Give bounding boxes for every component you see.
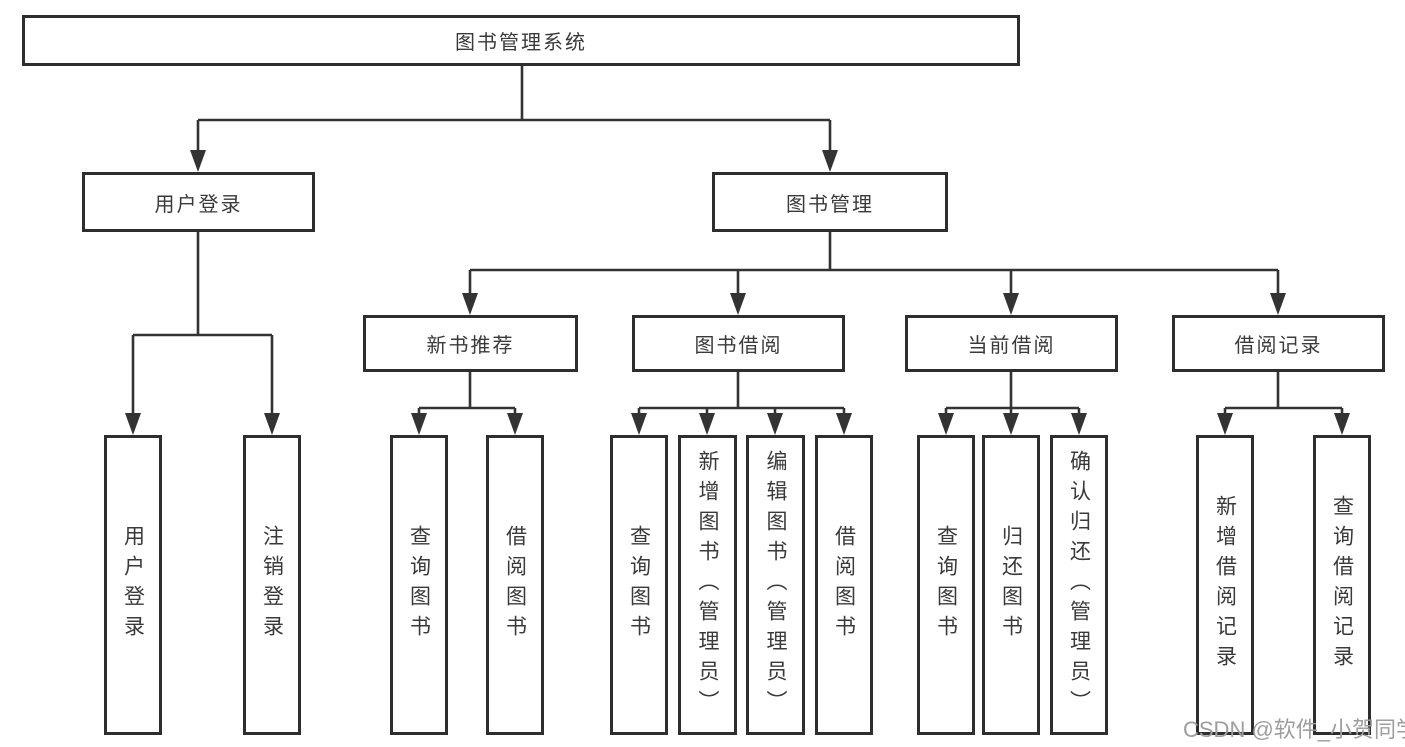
arrowhead-icon [1003, 293, 1019, 315]
node-current-borrow: 当前借阅 [905, 315, 1118, 372]
node-new-book-recommend: 新书推荐 [363, 315, 578, 372]
node-root-system: 图书管理系统 [22, 15, 1020, 66]
arrowhead-icon [631, 413, 647, 435]
node-label: 用户登录 [154, 193, 243, 216]
leaf-query-borrow-record: 查询借阅记录 [1313, 435, 1371, 735]
node-user-login-module: 用户登录 [82, 172, 315, 232]
node-label: 查询借阅记录 [1330, 495, 1354, 675]
node-borrow-records: 借阅记录 [1172, 315, 1385, 372]
node-label: 新增图书（管理员） [696, 450, 719, 720]
arrowhead-icon [264, 413, 280, 435]
node-label: 借阅图书 [503, 525, 527, 645]
node-label: 新书推荐 [426, 335, 515, 357]
node-label: 用户登录 [121, 525, 145, 645]
node-label: 图书借阅 [694, 335, 783, 357]
leaf-borrow-books-recommend: 借阅图书 [486, 435, 544, 735]
node-label: 查询图书 [627, 525, 651, 645]
leaf-query-books-current: 查询图书 [917, 435, 975, 735]
arrowhead-icon [1270, 293, 1286, 315]
arrowhead-icon [190, 150, 206, 172]
node-book-management-module: 图书管理 [712, 172, 948, 232]
arrowhead-icon [1003, 413, 1019, 435]
node-label: 编辑图书（管理员） [764, 450, 787, 720]
node-label: 归还图书 [999, 525, 1023, 645]
arrowhead-icon [462, 293, 478, 315]
csdn-watermark: CSDN @软件_小贺同学 [1183, 717, 1405, 742]
arrowhead-icon [938, 413, 954, 435]
node-label: 查询图书 [934, 525, 958, 645]
arrowhead-icon [836, 413, 852, 435]
leaf-user-login: 用户登录 [104, 435, 162, 735]
arrowhead-icon [507, 413, 523, 435]
arrowhead-icon [125, 413, 141, 435]
leaf-query-books-recommend: 查询图书 [390, 435, 448, 735]
arrowhead-icon [767, 413, 783, 435]
node-label: 图书管理 [786, 193, 874, 216]
leaf-add-borrow-record: 新增借阅记录 [1196, 435, 1254, 735]
leaf-add-books-admin: 新增图书（管理员） [678, 435, 737, 735]
arrowhead-icon [1071, 413, 1087, 435]
leaf-query-books-borrow: 查询图书 [610, 435, 668, 735]
node-label: 借阅记录 [1234, 335, 1323, 357]
arrowhead-icon [411, 413, 427, 435]
tree-connector-path [131, 66, 1344, 414]
leaf-edit-books-admin: 编辑图书（管理员） [746, 435, 805, 735]
arrowhead-icon [1334, 413, 1350, 435]
arrowhead-icon [699, 413, 715, 435]
node-label: 确认归还（管理员） [1067, 450, 1091, 720]
node-label: 注销登录 [260, 525, 284, 645]
node-label: 查询图书 [407, 525, 431, 645]
leaf-confirm-return-admin: 确认归还（管理员） [1050, 435, 1108, 735]
arrowhead-icon [730, 293, 746, 315]
node-label: 新增借阅记录 [1213, 495, 1237, 675]
arrowhead-icon [1217, 413, 1233, 435]
leaf-logout: 注销登录 [243, 435, 301, 735]
node-book-borrow: 图书借阅 [632, 315, 845, 372]
leaf-return-books: 归还图书 [982, 435, 1040, 735]
arrowhead-icon [822, 150, 838, 172]
node-label: 图书管理系统 [455, 32, 587, 54]
node-label: 借阅图书 [832, 525, 856, 645]
leaf-borrow-books: 借阅图书 [815, 435, 873, 735]
node-label: 当前借阅 [967, 335, 1056, 357]
